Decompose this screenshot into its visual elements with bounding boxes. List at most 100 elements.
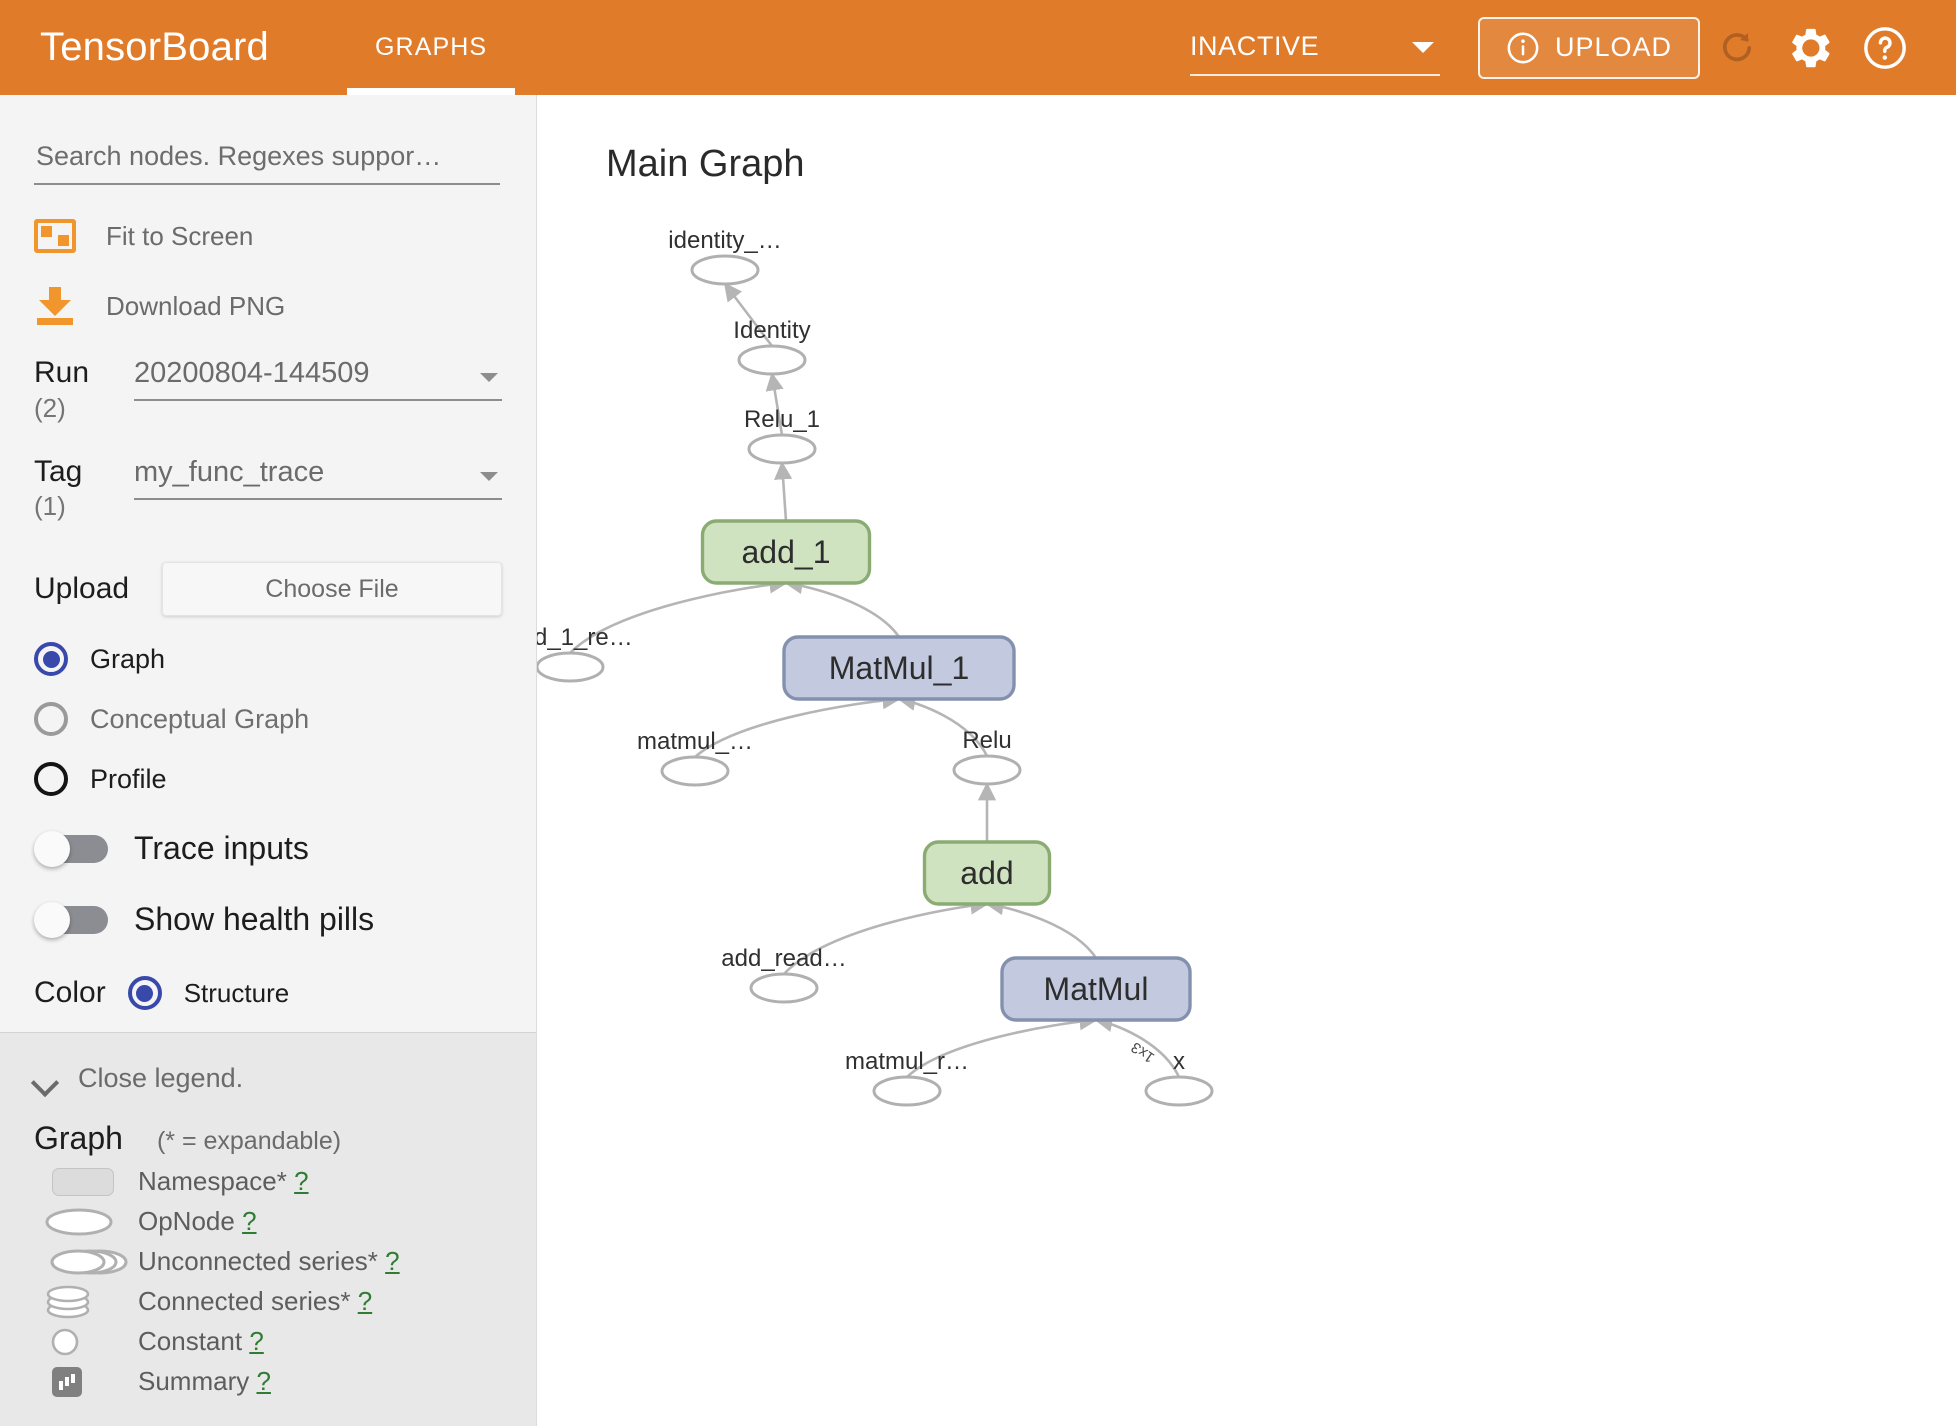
op-node-shape (749, 972, 819, 1004)
help-link-unconnected-series[interactable]: ? (385, 1246, 400, 1276)
chevron-down-icon (480, 373, 498, 382)
unconnected-series-swatch-icon (34, 1246, 138, 1278)
app-brand: TensorBoard (40, 25, 269, 69)
page-title: Main Graph (606, 143, 805, 185)
namespace-node-shape (1000, 956, 1192, 1022)
close-legend-button[interactable]: Close legend. (34, 1063, 502, 1094)
help-button[interactable] (1848, 11, 1922, 85)
settings-button[interactable] (1774, 11, 1848, 85)
graph-node-Identity[interactable]: Identity (733, 317, 811, 376)
radio-conceptual-graph-icon (34, 702, 68, 736)
legend-item-summary: Summary ? (34, 1366, 502, 1397)
header-tabs: GRAPHS (347, 0, 516, 95)
namespace-node-shape (700, 519, 872, 585)
node-label: Relu_1 (744, 406, 820, 433)
search-section (34, 95, 502, 185)
choose-file-button[interactable]: Choose File (162, 562, 502, 616)
graph-node-matmul_read[interactable]: matmul_r… (845, 1048, 969, 1107)
radio-graph-icon (34, 642, 68, 676)
graph-node-add[interactable]: add (922, 840, 1052, 906)
help-link-constant[interactable]: ? (249, 1326, 264, 1356)
op-node-shape (690, 254, 760, 286)
legend-label-namespace: Namespace* ? (138, 1166, 309, 1196)
refresh-button[interactable] (1700, 11, 1774, 85)
legend-item-namespace: Namespace* ? (34, 1166, 502, 1197)
refresh-icon (1722, 32, 1752, 61)
graph-node-matmul_read1[interactable]: matmul_… (637, 728, 753, 787)
graph-node-MatMul[interactable]: MatMul (1000, 956, 1192, 1022)
connected-series-swatch-icon (34, 1285, 138, 1319)
radio-conceptual-graph[interactable]: Conceptual Graph (34, 702, 502, 736)
graph-node-x[interactable]: x (1144, 1048, 1214, 1107)
run-status-label: INACTIVE (1189, 31, 1320, 61)
graph-node-Relu[interactable]: Relu (952, 727, 1022, 786)
fit-to-screen-icon (34, 219, 76, 253)
op-node-shape (747, 433, 817, 465)
color-structure-label: Structure (183, 977, 290, 1008)
tag-select[interactable]: my_func_trace (134, 456, 502, 500)
legend-title: Graph (34, 1120, 123, 1156)
legend-label-constant: Constant ? (138, 1326, 264, 1356)
fit-to-screen-button[interactable]: Fit to Screen (34, 219, 502, 253)
legend-item-connected-series: Connected series* ? (34, 1285, 502, 1319)
upload-row: Upload Choose File (34, 562, 502, 616)
op-node-shape (737, 344, 807, 376)
help-icon (1864, 26, 1906, 69)
toggle-trace-inputs-icon (34, 830, 108, 867)
op-node-shape (872, 1075, 942, 1107)
node-label: matmul_… (637, 728, 753, 755)
toggle-show-health-pills[interactable]: Show health pills (34, 901, 502, 938)
help-link-connected-series[interactable]: ? (357, 1286, 373, 1316)
legend-label-unconnected-series: Unconnected series* ? (138, 1246, 400, 1276)
graph-edge (784, 576, 901, 638)
op-node-shape (952, 754, 1022, 786)
graph-edge (723, 282, 774, 347)
graph-edge (985, 897, 1098, 959)
radio-conceptual-graph-label: Conceptual Graph (90, 703, 310, 734)
tensorflow-graph[interactable]: 1x3 identity_…IdentityRelu_1add_1add_1_r… (537, 95, 1956, 1426)
app-header: TensorBoard GRAPHS INACTIVE UPLOAD (0, 0, 1956, 95)
graph-node-add_1_read[interactable]: add_1_re… (537, 624, 633, 683)
help-link-summary[interactable]: ? (256, 1366, 271, 1396)
download-png-button[interactable]: Download PNG (34, 287, 502, 325)
graph-node-MatMul_1[interactable]: MatMul_1 (782, 635, 1016, 701)
namespace-swatch-icon (34, 1167, 138, 1196)
legend-label-opnode: OpNode ? (138, 1206, 257, 1236)
legend-label-summary: Summary ? (138, 1366, 271, 1396)
graph-edge (765, 372, 784, 436)
help-link-namespace[interactable]: ? (294, 1166, 309, 1196)
radio-profile-label: Profile (90, 763, 167, 794)
node-label: Identity (733, 317, 810, 344)
radio-profile[interactable]: Profile (34, 762, 502, 796)
color-label: Color (34, 976, 106, 1009)
node-label: MatMul_1 (829, 650, 970, 686)
run-count: (2) (34, 392, 66, 423)
search-input[interactable] (34, 137, 500, 185)
tag-label: Tag (34, 454, 83, 488)
toggle-show-health-pills-icon (34, 901, 108, 938)
chevron-down-icon (34, 1073, 56, 1085)
run-select[interactable]: 20200804-144509 (134, 357, 502, 401)
legend-item-constant: Constant ? (34, 1326, 502, 1357)
sidebar: Fit to Screen Download PNG Run (2) 20200… (0, 95, 537, 1426)
graph-node-add_1[interactable]: add_1 (700, 519, 872, 585)
run-label-block: Run (2) (34, 357, 134, 424)
radio-structure-icon[interactable] (127, 976, 162, 1010)
node-label: x (1173, 1048, 1185, 1075)
run-status-dropdown[interactable]: INACTIVE (1189, 20, 1440, 76)
upload-button[interactable]: UPLOAD (1477, 16, 1700, 79)
radio-graph[interactable]: Graph (34, 642, 502, 676)
graph-edge (774, 461, 793, 522)
info-icon (1507, 32, 1539, 63)
graph-node-add_read[interactable]: add_read… (721, 945, 847, 1004)
tab-graphs[interactable]: GRAPHS (347, 0, 516, 95)
constant-swatch-icon (34, 1326, 138, 1358)
graph-node-Relu_1[interactable]: Relu_1 (744, 406, 820, 465)
tag-value: my_func_trace (134, 455, 325, 488)
opnode-swatch-icon (34, 1206, 138, 1238)
help-link-opnode[interactable]: ? (242, 1206, 257, 1236)
graph-node-identity_out[interactable]: identity_… (668, 227, 782, 286)
toggle-trace-inputs[interactable]: Trace inputs (34, 830, 502, 867)
